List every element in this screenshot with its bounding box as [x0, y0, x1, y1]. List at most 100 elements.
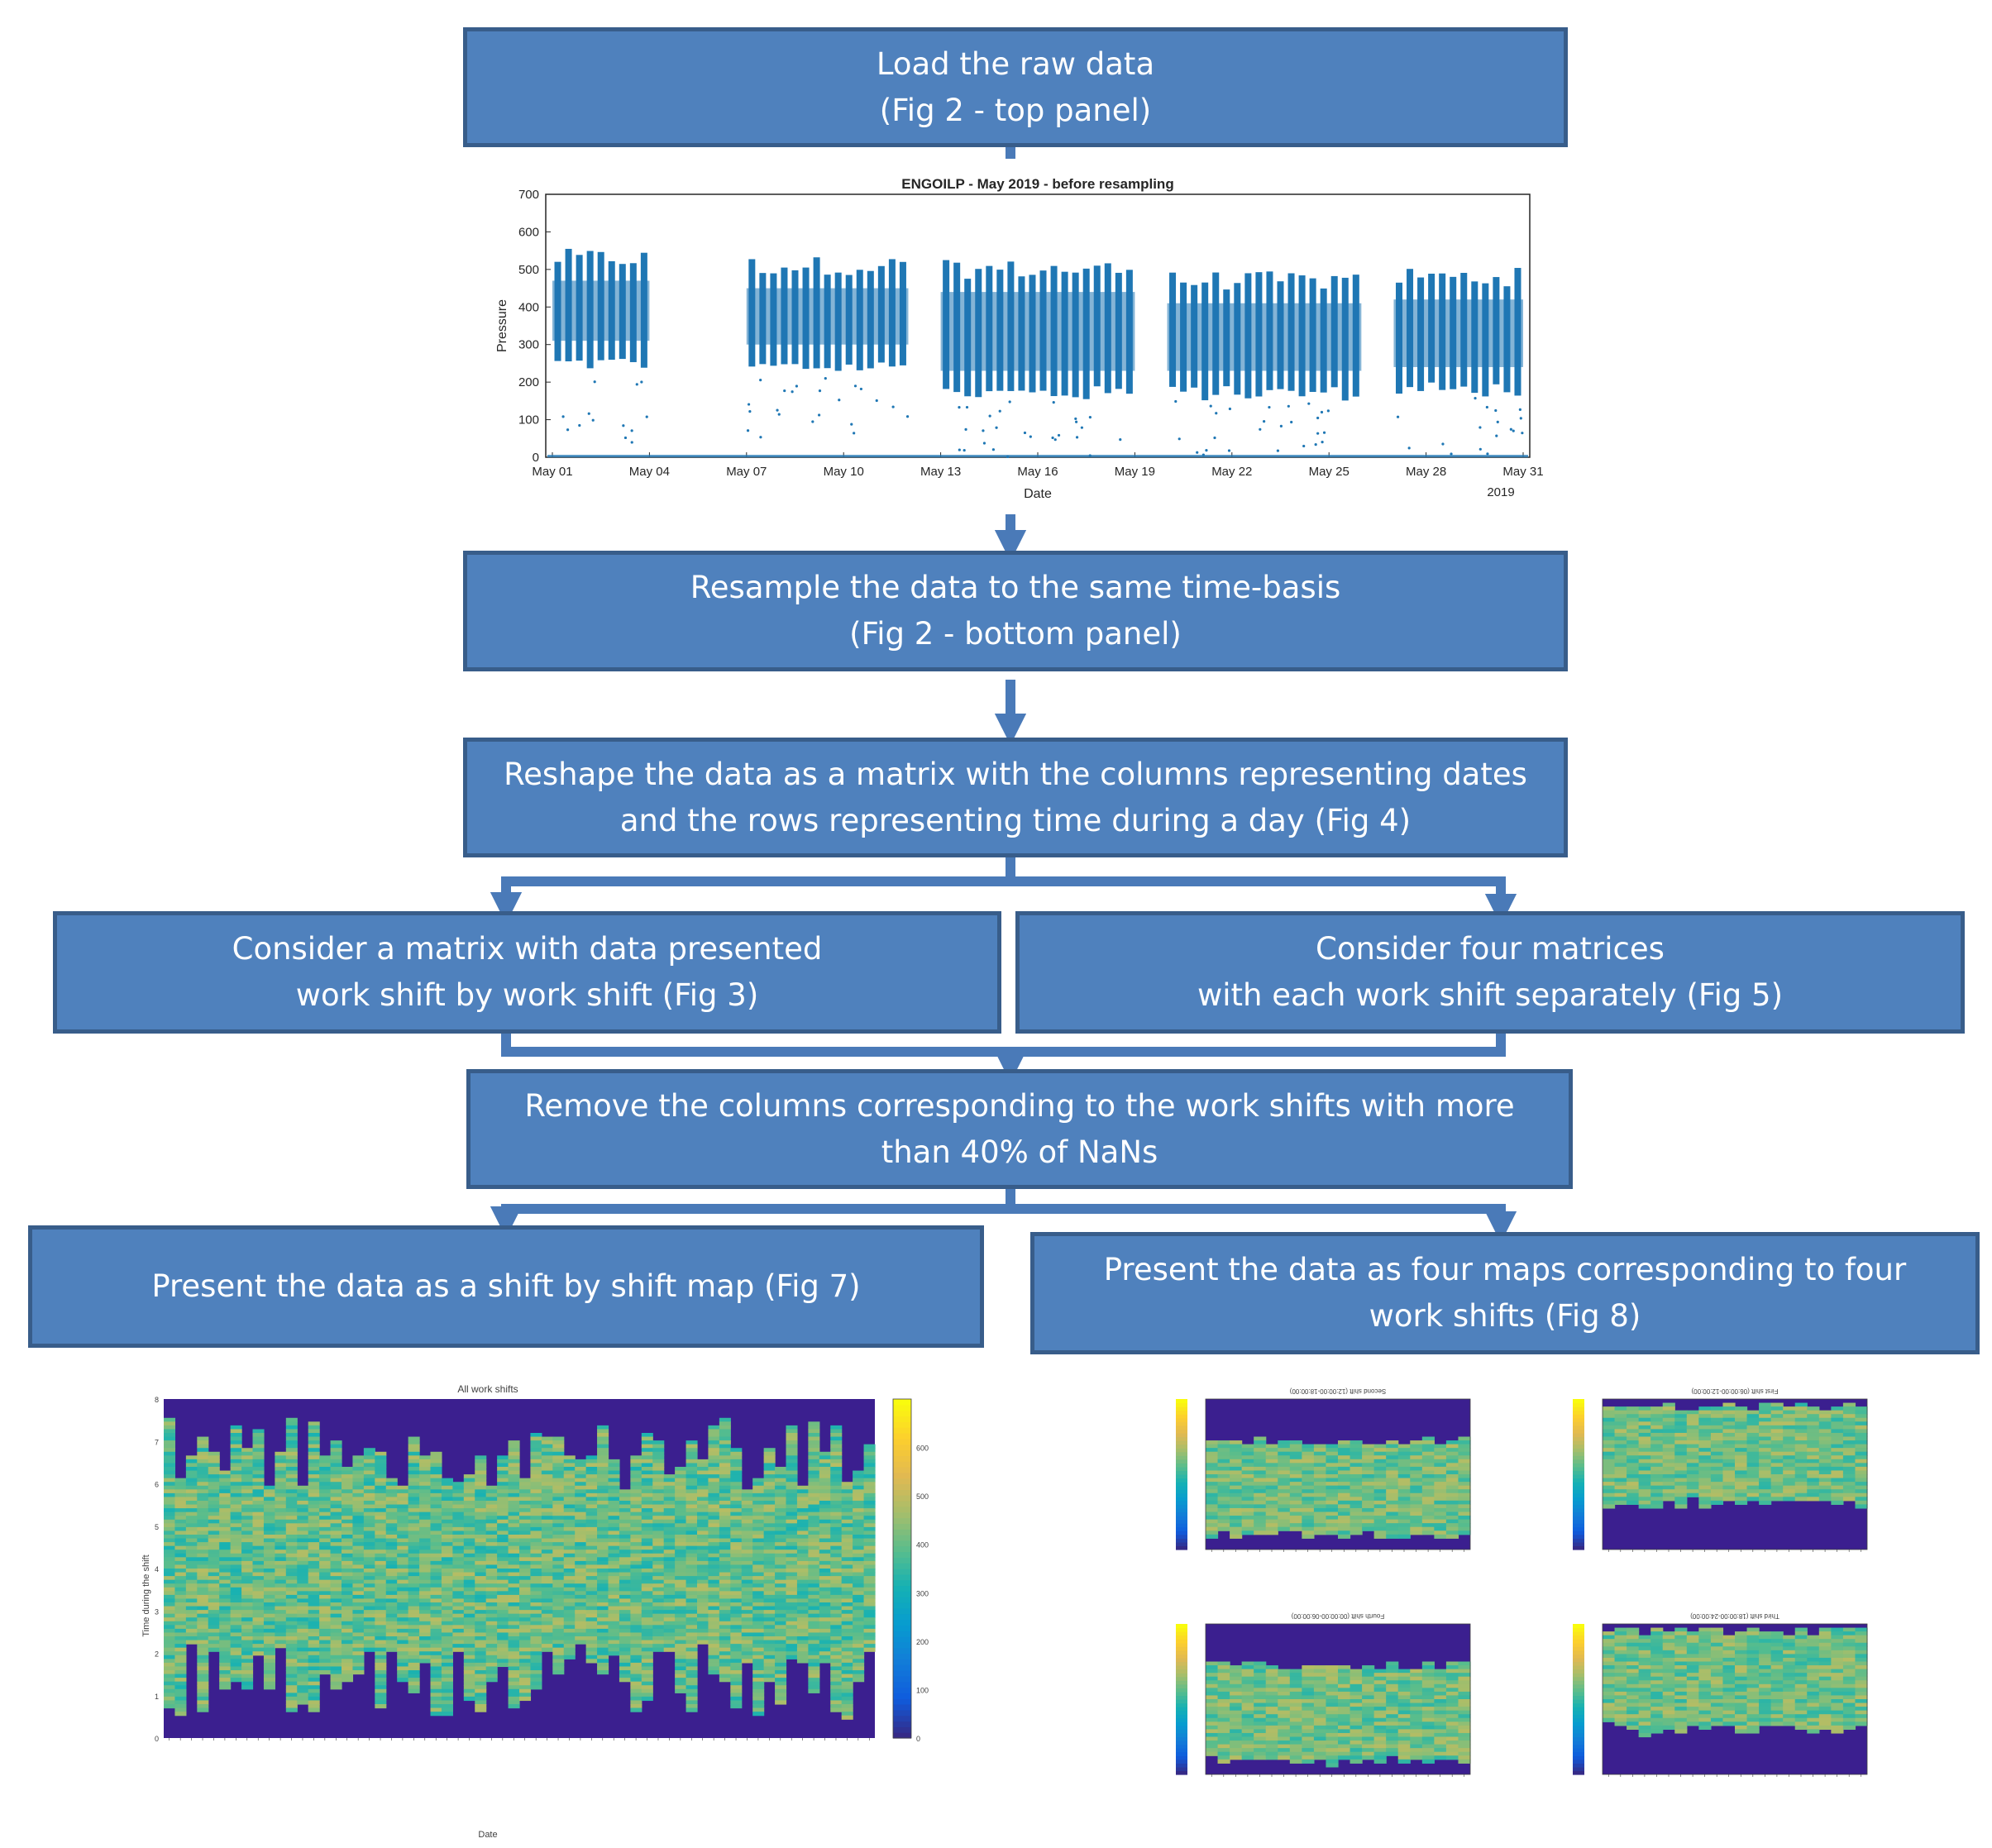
bigmap-cell — [575, 1463, 587, 1468]
bigmap-cell — [775, 1519, 787, 1524]
bigmap-cell — [841, 1666, 853, 1671]
bigmap-cell — [841, 1602, 853, 1607]
bigmap-cell — [786, 1545, 798, 1550]
small-heatmap-cell — [1265, 1470, 1278, 1475]
bigmap-cell — [385, 1576, 398, 1581]
bigmap-cell — [741, 1625, 753, 1630]
bigmap-cell — [853, 1470, 865, 1475]
bigmap-cell — [297, 1553, 309, 1558]
bigmap-cell — [530, 1436, 542, 1441]
scatter-point — [1407, 446, 1411, 450]
bigmap-cell — [541, 1440, 553, 1445]
small-heatmap-cell — [1265, 1523, 1278, 1528]
bigmap-cell — [285, 1504, 298, 1509]
bigmap-cell — [164, 1501, 176, 1506]
bigmap-cell — [708, 1557, 720, 1562]
bigmap-cell — [342, 1542, 354, 1547]
bigmap-cell — [608, 1553, 620, 1558]
bigmap-cell — [197, 1516, 209, 1521]
bigmap-cell — [252, 1455, 265, 1460]
bigmap-cell — [342, 1530, 354, 1535]
bigmap-cell — [708, 1602, 720, 1607]
bigmap-cell — [497, 1463, 509, 1468]
bigmap-cell — [430, 1576, 442, 1581]
bigmap-cell — [342, 1644, 354, 1649]
bigmap-cell — [541, 1474, 553, 1479]
bigmap-cell — [763, 1519, 776, 1524]
bigmap-cell — [308, 1685, 320, 1690]
bigmap-cell — [319, 1662, 332, 1668]
bigmap-cell — [241, 1659, 254, 1664]
bigmap-cell — [741, 1598, 753, 1603]
bigmap-cell — [752, 1591, 765, 1596]
bigmap-cell — [863, 1617, 876, 1622]
bigmap-cell — [675, 1553, 687, 1558]
bigmap-cell — [863, 1594, 876, 1600]
bigmap-cell — [808, 1583, 820, 1588]
bigmap-cell — [853, 1613, 865, 1618]
bigmap-cell — [530, 1625, 542, 1630]
bigmap-cell — [285, 1681, 298, 1686]
bigmap-cell — [185, 1492, 198, 1498]
bigmap-cell — [452, 1576, 465, 1581]
bigmap-cell — [363, 1542, 375, 1547]
bigmap-cell — [252, 1474, 265, 1479]
bigmap-cell — [342, 1662, 354, 1668]
small-heatmap-cell — [1254, 1444, 1267, 1449]
small-heatmap-cell — [1362, 1448, 1375, 1453]
bigmap-cell — [741, 1550, 753, 1554]
bigmap-cell — [641, 1485, 653, 1490]
bigmap-cell — [330, 1572, 342, 1577]
small-colorbar-swatch — [1176, 1410, 1187, 1415]
small-heatmap-cell — [1603, 1440, 1616, 1445]
bigmap-cell — [385, 1617, 398, 1622]
bigmap-cell — [530, 1621, 542, 1626]
small-heatmap-cell — [1217, 1504, 1230, 1509]
bigmap-cell — [608, 1482, 620, 1487]
bigmap-cell — [519, 1644, 532, 1649]
bigmap-cell — [197, 1591, 209, 1596]
bigmap-cell — [441, 1651, 453, 1656]
bigmap-cell — [397, 1489, 409, 1494]
bigmap-cell — [641, 1587, 653, 1592]
bigmap-cell — [397, 1564, 409, 1569]
bigmap-cell — [830, 1485, 843, 1490]
bigmap-cell — [164, 1516, 176, 1521]
bigmap-cell — [441, 1587, 453, 1592]
bigmap-cell — [430, 1467, 442, 1472]
small-heatmap-cell — [1326, 1507, 1339, 1513]
small-heatmap-cell — [1289, 1519, 1302, 1524]
small-heatmap-cell — [1386, 1534, 1399, 1539]
bigmap-cell — [330, 1501, 342, 1506]
bigmap-cell — [285, 1651, 298, 1656]
bigmap-cell — [796, 1610, 809, 1615]
bigmap-ytick-label: 8 — [155, 1396, 159, 1404]
bigmap-cell — [552, 1632, 565, 1637]
bigmap-cell — [275, 1504, 287, 1509]
bigmap-cell — [630, 1474, 643, 1479]
bigmap-cell — [763, 1594, 776, 1600]
bigmap-cell — [575, 1583, 587, 1588]
bigmap-colorbar-swatch — [893, 1551, 911, 1558]
bigmap-cell — [841, 1492, 853, 1498]
bigmap-cell — [164, 1550, 176, 1554]
bigmap-cell — [252, 1429, 265, 1434]
bigmap-cell — [497, 1625, 509, 1630]
bigmap-cell — [508, 1704, 520, 1709]
small-heatmap-cell — [1217, 1519, 1230, 1524]
bigmap-cell — [241, 1553, 254, 1558]
bigmap-cell — [841, 1569, 853, 1573]
bigmap-cell — [508, 1688, 520, 1693]
bigmap-cell — [597, 1463, 609, 1468]
small-heatmap-cell — [1326, 1459, 1339, 1464]
bigmap-cell — [830, 1440, 843, 1445]
bigmap-cell — [730, 1670, 743, 1675]
bigmap-cell — [585, 1557, 598, 1562]
bigmap-cell — [796, 1621, 809, 1626]
bigmap-cell — [174, 1666, 187, 1671]
bigmap-cell — [530, 1451, 542, 1456]
bigmap-cell — [697, 1628, 709, 1634]
bigmap-colorbar-swatch — [893, 1687, 911, 1693]
scatter-point — [991, 448, 995, 451]
bigmap-cell — [763, 1550, 776, 1554]
